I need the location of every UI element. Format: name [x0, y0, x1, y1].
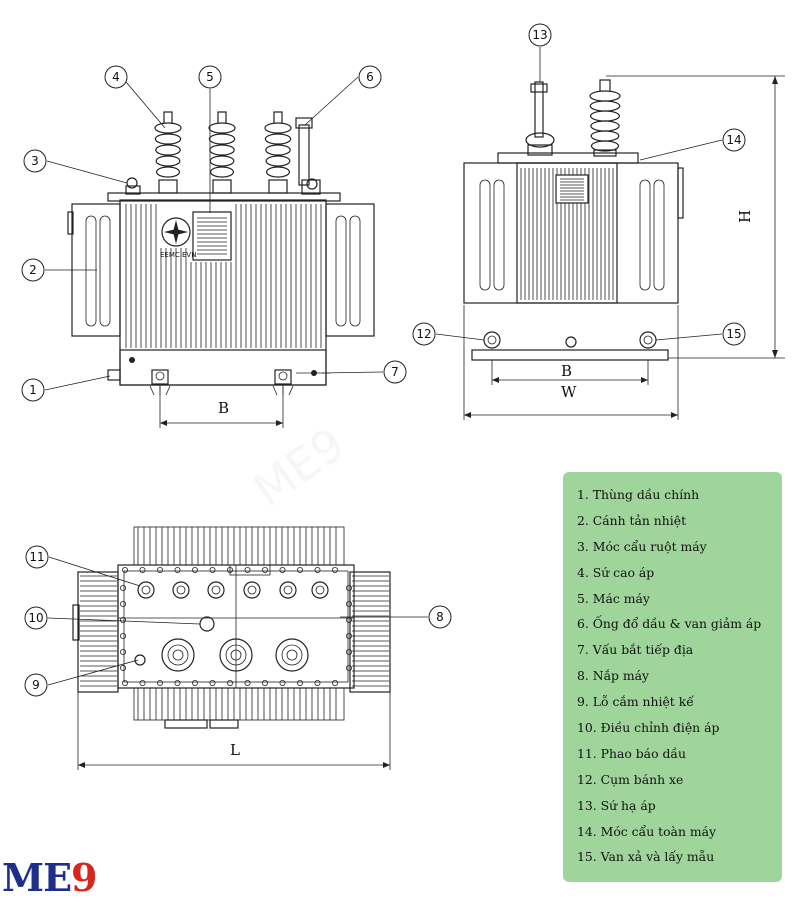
front-view: EEMC.EVN B — [67, 111, 375, 428]
dim-side-b: B — [561, 362, 572, 380]
callout-5: 5 — [198, 65, 222, 213]
legend-item: 8. Nắp máy — [577, 668, 649, 684]
legend-item: 12. Cụm bánh xe — [577, 771, 684, 787]
callout-2: 2 — [21, 258, 97, 282]
callout-4: 4 — [104, 65, 166, 129]
legend-item: 10. Điều chỉnh điện áp — [577, 720, 720, 736]
legend-item: 9. Lỗ cắm nhiệt kế — [577, 694, 694, 710]
legend-list: 1. Thùng dầu chính 2. Cánh tản nhiệt 3. Mó… — [563, 472, 782, 870]
callout-label: 8 — [436, 610, 444, 624]
callout-label: 4 — [112, 70, 120, 84]
callout-label: 10 — [28, 611, 43, 625]
callout-1: 1 — [21, 375, 111, 402]
dim-front-b: B — [218, 399, 229, 417]
legend-item: 4. Sứ cao áp — [577, 564, 655, 580]
callout-11: 11 — [25, 545, 141, 587]
side-view: B W H — [463, 75, 785, 420]
callout-7: 7 — [321, 360, 407, 384]
legend-item: 2. Cánh tản nhiệt — [577, 512, 687, 528]
callout-label: 9 — [32, 678, 40, 692]
callout-label: 6 — [366, 70, 374, 84]
legend-item: 7. Vấu bắt tiếp địa — [577, 642, 694, 658]
callout-6: 6 — [304, 65, 382, 126]
logo-letters: ME — [2, 855, 72, 900]
callout-15: 15 — [655, 322, 746, 346]
callout-10: 10 — [24, 606, 201, 630]
legend-item: 6. Ống đổ dầu & van giảm áp — [577, 616, 762, 632]
dim-height: H — [736, 210, 754, 223]
nameplate-label: EEMC.EVN — [160, 251, 196, 259]
callout-9: 9 — [24, 659, 139, 697]
tank-base — [119, 349, 327, 386]
legend-item: 13. Sứ hạ áp — [577, 797, 656, 813]
top-view: L — [72, 526, 391, 770]
legend-panel: 1. Thùng dầu chính 2. Cánh tản nhiệt 3. Mó… — [563, 472, 782, 882]
right-radiator — [325, 203, 375, 337]
nameplate — [192, 211, 232, 261]
legend-item: 11. Phao báo dầu — [577, 745, 686, 761]
legend-item: 5. Mác máy — [577, 590, 650, 606]
legend-item: 14. Móc cẩu toàn máy — [577, 823, 717, 839]
callout-label: 2 — [29, 263, 37, 277]
callout-label: 1 — [29, 383, 37, 397]
callout-label: 15 — [726, 327, 741, 341]
callout-3: 3 — [23, 149, 128, 184]
callout-12: 12 — [412, 322, 485, 346]
legend-item: 15. Van xả và lấy mẫu — [577, 849, 715, 865]
legend-item: 3. Móc cẩu ruột máy — [577, 538, 707, 554]
callout-8: 8 — [340, 605, 452, 629]
callout-label: 11 — [29, 550, 44, 564]
callout-label: 12 — [416, 327, 431, 341]
callout-13: 13 — [528, 23, 552, 82]
callout-label: 13 — [532, 28, 547, 42]
legend-item: 1. Thùng dầu chính — [577, 487, 700, 502]
callout-label: 14 — [726, 133, 741, 147]
logo-digit: 9 — [71, 855, 97, 900]
callout-14: 14 — [639, 128, 746, 161]
me9-logo: ME9 — [2, 855, 98, 900]
dim-side-w: W — [561, 383, 577, 401]
callout-label: 7 — [391, 365, 399, 379]
dim-length: L — [230, 741, 240, 759]
callout-label: 3 — [31, 154, 39, 168]
callout-label: 5 — [206, 70, 214, 84]
